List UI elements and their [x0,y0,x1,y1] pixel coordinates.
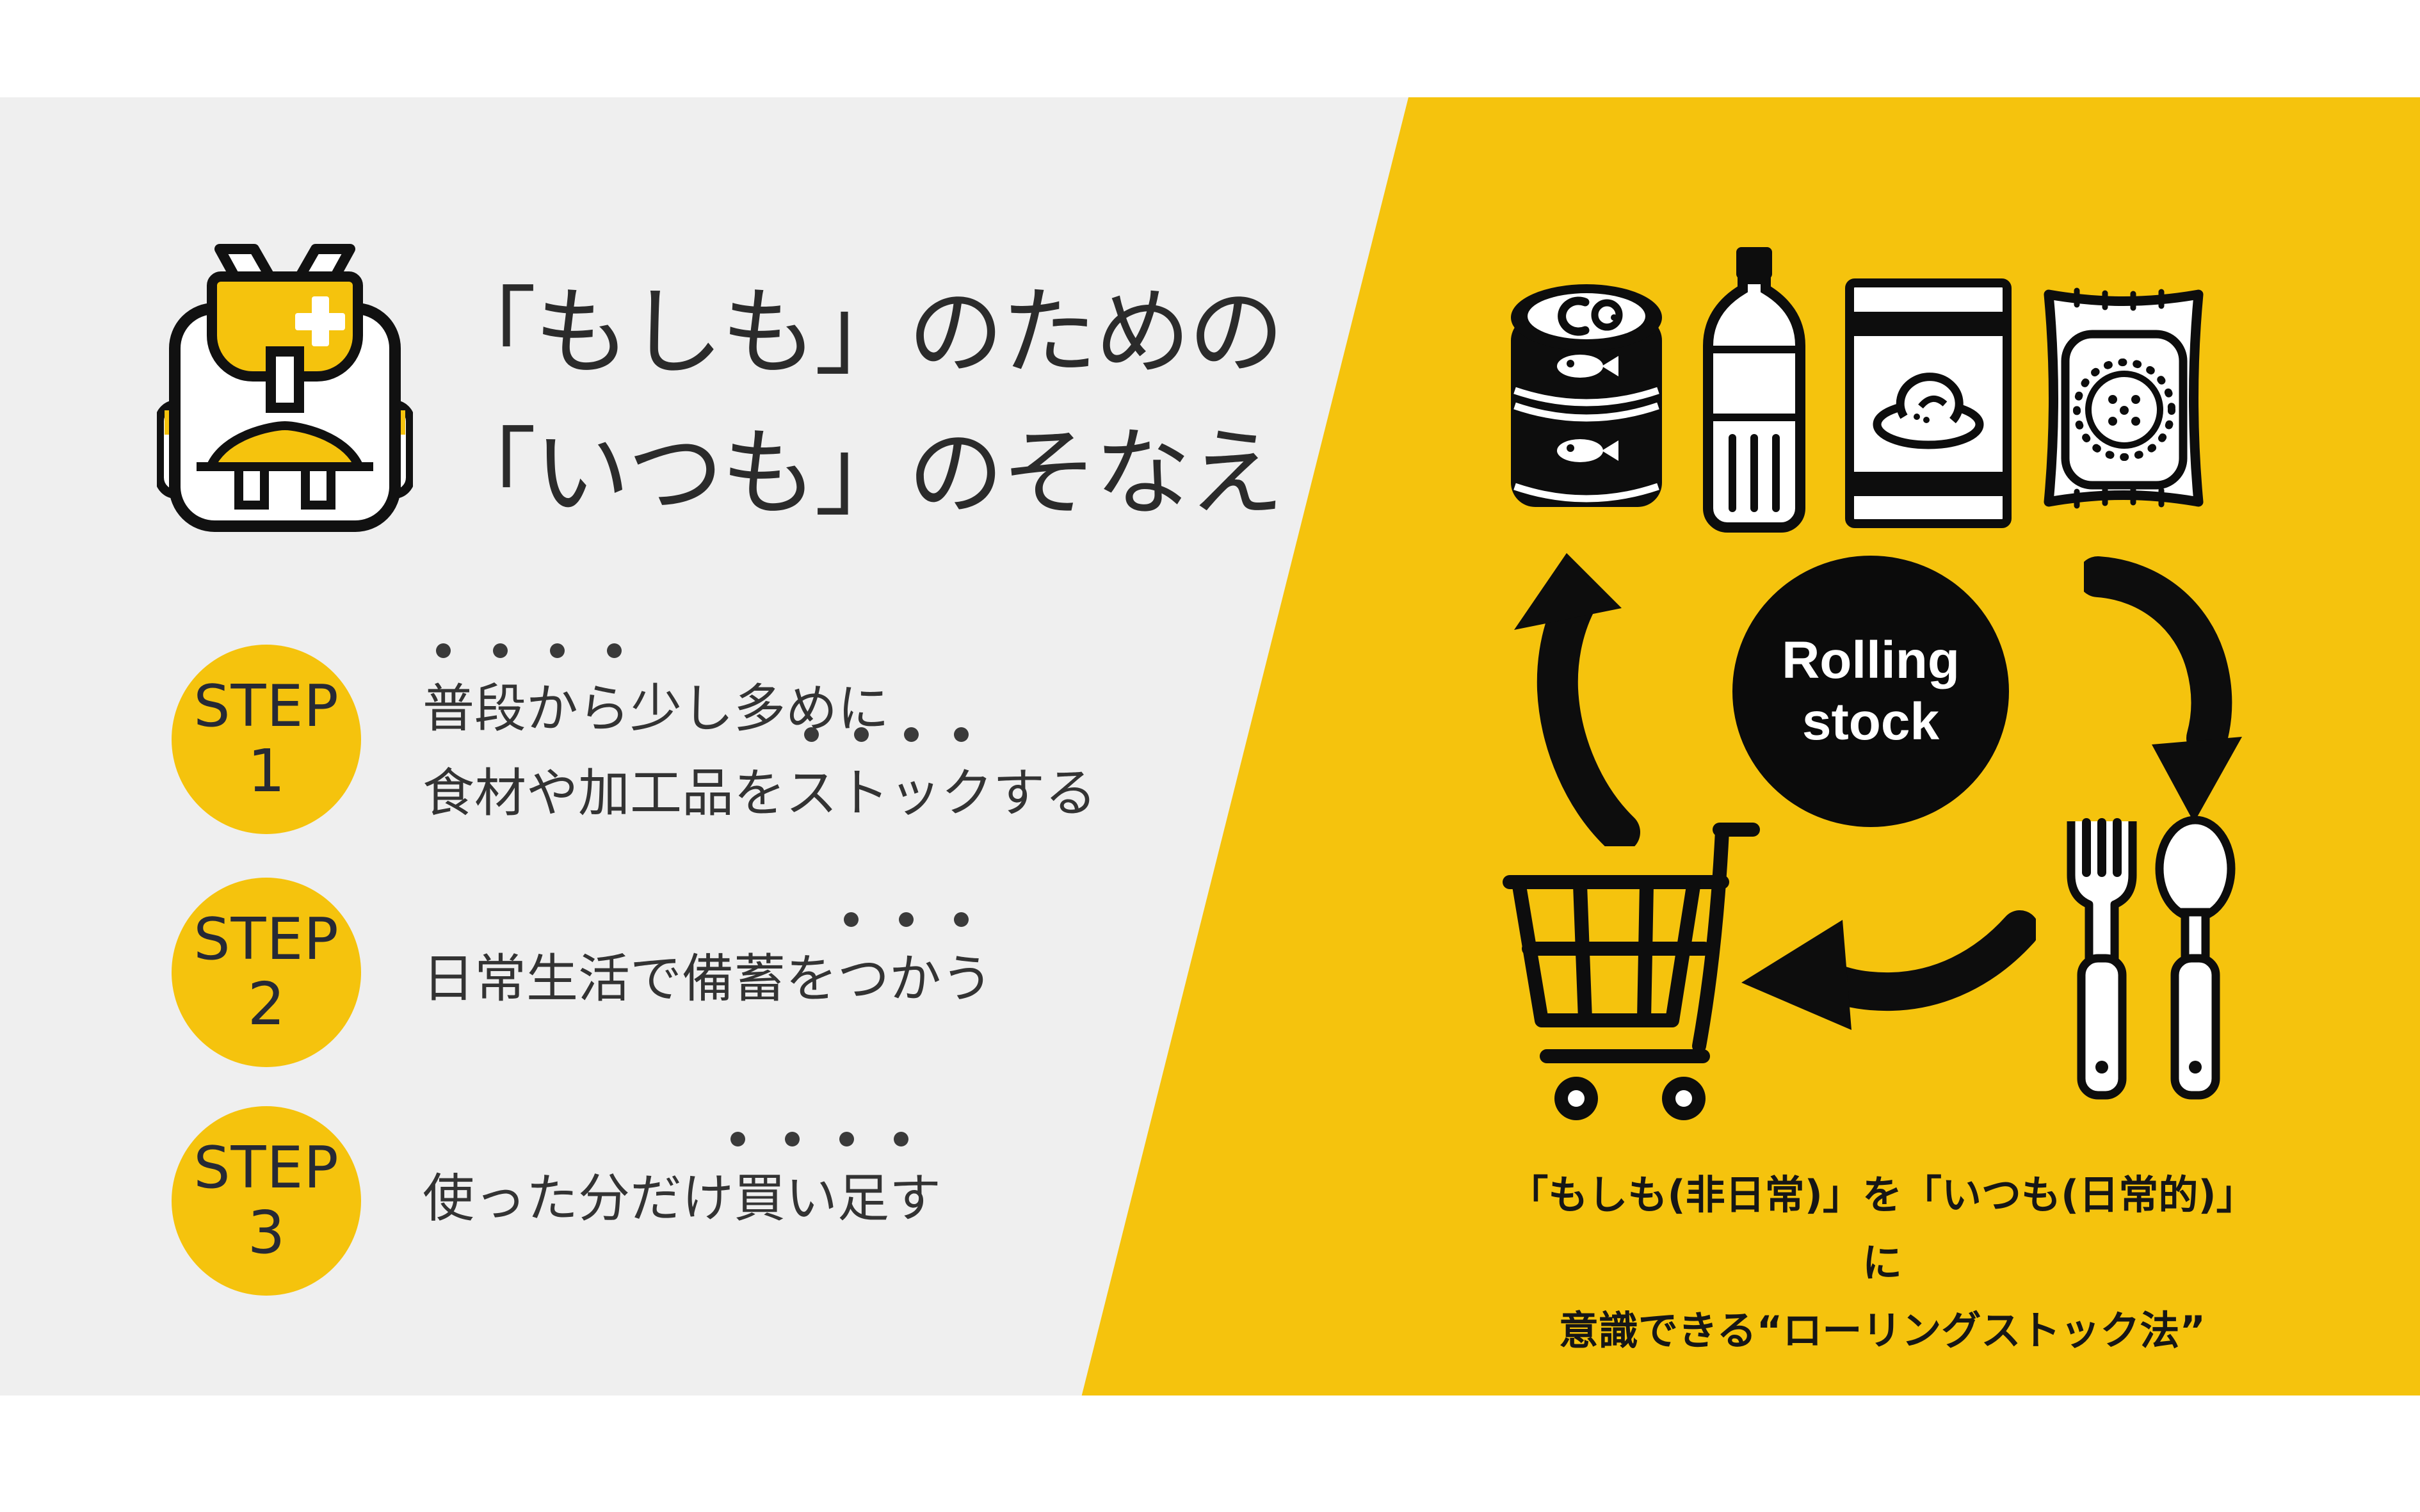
step3-badge-label: STEP [193,1134,339,1202]
step1-badge: STEP 1 [172,645,361,834]
step3-text: 使った分だけ買い足す [423,1169,942,1229]
step3-badge-number: 3 [247,1198,286,1267]
emergency-backpack-icon [157,244,413,532]
cycle-arrow-left-icon [1741,910,2036,1030]
canned-fish-icon [1511,284,1662,507]
fork-spoon-icon [2067,816,2236,1100]
snack-bag-icon [2044,287,2204,509]
emphasis-dots [730,1132,908,1146]
step1-text-line2: 食材や加工品をストックする [423,764,1097,824]
cycle-arrow-up-icon [1514,553,1640,846]
title-line1: 「もしも」のための [440,277,1284,389]
content-area: 「もしも」のための 「いつも」のそなえ STEP 1 普段から少し多めに 食材や… [0,97,2420,1395]
title-line2: 「いつも」のそなえ [440,418,1284,529]
shopping-cart-icon [1503,823,1760,1120]
step1-badge-number: 1 [247,737,286,805]
step2-text: 日常生活で備蓄をつかう [423,949,994,1009]
rolling-stock-circle: Rolling stock [1732,556,2009,827]
caption-line2: 意識できる“ローリングストック法” [1558,1307,2206,1354]
rolling-stock-line2: stock [1802,693,1940,751]
emphasis-dots [804,727,969,742]
emphasis-dots [436,643,622,658]
rolling-stock-line1: Rolling [1782,631,1960,689]
step2-badge-label: STEP [193,906,339,973]
step1-badge-label: STEP [193,673,339,740]
cycle-caption: 「もしも(非日常)」を「いつも(日常的)」に 意識できる“ローリングストック法” [1504,1161,2260,1365]
main-title: 「もしも」のための 「いつも」のそなえ [440,262,1284,544]
emphasis-dots [844,912,969,927]
step2-badge-number: 2 [247,970,286,1038]
caption-line1: 「もしも(非日常)」を「いつも(日常的)」に [1508,1171,2256,1286]
step3-badge: STEP 3 [172,1106,361,1296]
water-bottle-icon [1703,247,1805,533]
cycle-arrow-down-icon [2084,556,2242,823]
retort-food-pouch-icon [1845,278,2012,528]
step2-badge: STEP 2 [172,878,361,1067]
